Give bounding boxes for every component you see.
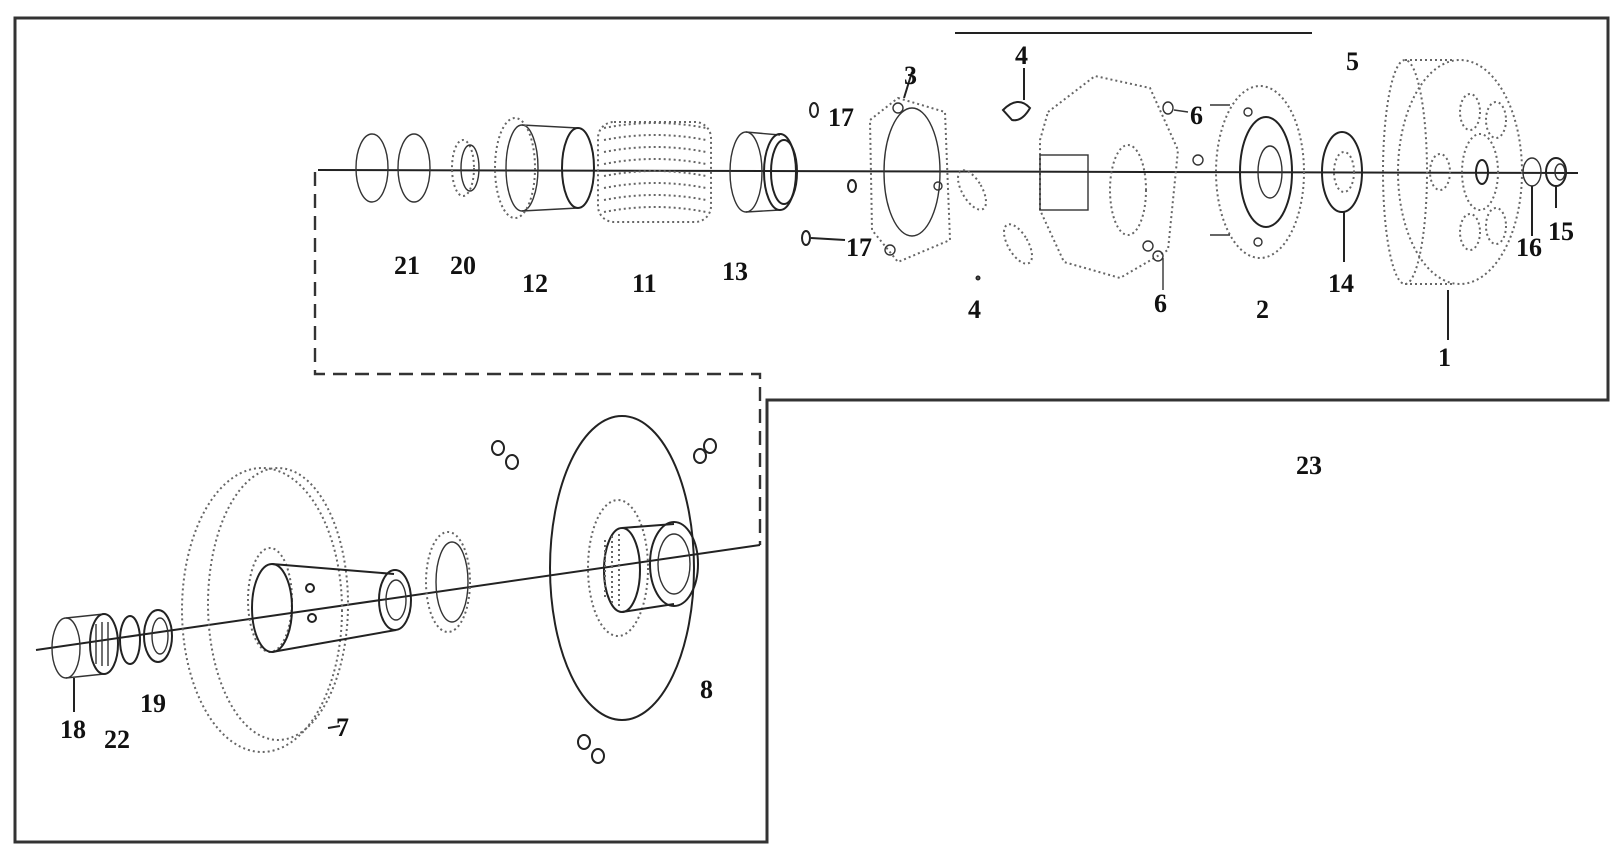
- callout-21: 21: [394, 251, 420, 280]
- upper-shaft-axis: [317, 169, 1579, 174]
- part-1-drum: [1382, 59, 1523, 340]
- part-20-seal: [451, 139, 480, 197]
- part-17-pins: [801, 102, 857, 246]
- part-3-plate: [868, 71, 952, 264]
- callout-15: 15: [1548, 217, 1574, 246]
- part-7-sheave: [181, 467, 412, 753]
- callout-20: 20: [450, 251, 476, 280]
- callout-7: 7: [336, 713, 349, 742]
- callout-6-bottom: 6: [1154, 289, 1167, 318]
- lower-seal-ring: [425, 531, 471, 633]
- part-8-screws: [491, 438, 717, 764]
- callout-2: 2: [1256, 295, 1269, 324]
- part-21-orings: [355, 133, 431, 203]
- part-14-washer: [1321, 131, 1363, 262]
- callout-1: 1: [1438, 343, 1451, 372]
- part-11-spring: [597, 121, 712, 223]
- dashed-connector: [313, 172, 762, 545]
- callout-8: 8: [700, 675, 713, 704]
- callout-12: 12: [522, 269, 548, 298]
- part-16-15-nut: [1522, 157, 1567, 236]
- part-12-collar: [494, 117, 595, 219]
- part-22-19-rings: [119, 609, 173, 665]
- callout-19: 19: [140, 689, 166, 718]
- part-2-hub: [1192, 85, 1305, 259]
- part-4-rollers: [957, 68, 1033, 281]
- callout-18: 18: [60, 715, 86, 744]
- assembly-frame: [13, 16, 1610, 844]
- part-8-sheave: [549, 415, 699, 721]
- callout-11: 11: [632, 269, 657, 298]
- callout-16: 16: [1516, 233, 1542, 262]
- callout-13: 13: [722, 257, 748, 286]
- callout-17-top: 17: [828, 103, 854, 132]
- callout-5: 5: [1346, 47, 1359, 76]
- callout-4-top: 4: [1015, 41, 1028, 70]
- callout-17-bottom: 17: [846, 233, 872, 262]
- callout-4-bottom: 4: [968, 295, 981, 324]
- callout-3: 3: [904, 61, 917, 90]
- clutch-housing: [1039, 74, 1189, 290]
- callout-14: 14: [1328, 269, 1354, 298]
- part-18-bearing: [51, 613, 119, 712]
- part-13-bushing: [729, 131, 798, 213]
- callout-22: 22: [104, 725, 130, 754]
- callout-23: 23: [1296, 451, 1322, 480]
- callout-6-top: 6: [1190, 101, 1203, 130]
